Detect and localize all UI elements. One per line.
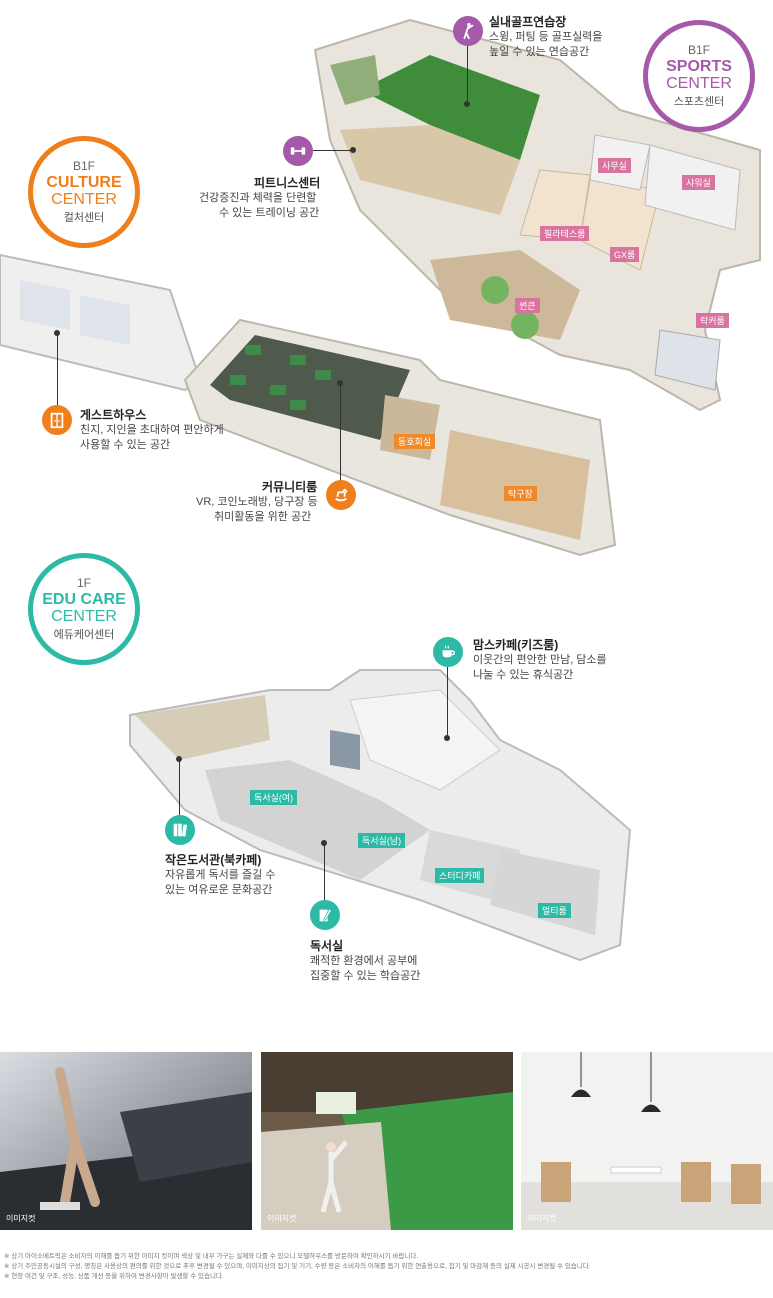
momscafe-leader-dot [444,735,450,741]
badge-title-line1: EDU CARE [42,591,126,609]
community-title: 커뮤니티룸 [262,480,318,494]
library-leader-line [179,759,180,815]
badge-floor: 1F [76,575,91,590]
community-desc-line1: VR, 코인노래방, 당구장 등 [196,496,318,508]
library-title: 작은도서관(북카페) [165,853,262,867]
disclaimer-line: ※ 상기 아이소메트릭은 소비자의 이해를 돕기 위한 이미지 컷이며 색상 및… [4,1253,419,1260]
books-icon [165,815,195,845]
fitness-desc-line2: 수 있는 트레이닝 공간 [219,207,320,219]
tag-club: 동호회실 [394,434,436,449]
disclaimer-notes: ※ 상기 아이소메트릭은 소비자의 이해를 돕기 위한 이미지 컷이며 색상 및… [4,1252,769,1282]
golf-leader-dot [464,101,470,107]
study-title: 독서실 [310,939,344,953]
badge-title-line1: SPORTS [666,58,732,76]
disclaimer-line: ※ 현장 여건 및 구조, 성능, 상품 개선 등을 위하여 변경사항이 발생할… [4,1273,224,1281]
culture-center-badge: B1F CULTURE CENTER 컬처센터 [28,136,140,248]
photo-treadmill: 이미지컷 [0,1052,252,1230]
tag-shower: 샤워실 [682,175,715,190]
guesthouse-desc-line2: 사용할 수 있는 공간 [80,439,171,451]
photo-cafe: 이미지컷 [521,1052,773,1230]
golf-title: 실내골프연습장 [489,15,567,29]
badge-title-line1: CULTURE [46,174,122,192]
momscafe-title: 맘스카페(키즈룸) [473,638,559,652]
pen-book-icon [310,900,340,930]
photo-caption: 이미지컷 [267,1214,297,1223]
badge-korean-name: 컬처센터 [63,211,105,224]
golf-range-image [261,1052,513,1230]
guesthouse-leader-line [57,333,58,405]
study-desc-line2: 집중할 수 있는 학습공간 [310,970,421,982]
fitness-leader-dot [350,147,356,153]
badge-title-line2: CENTER [51,608,117,626]
momscafe-desc-line1: 이웃간의 편안한 만남, 담소를 [473,654,607,666]
fitness-title: 피트니스센터 [254,176,321,190]
badge-floor: B1F [72,158,95,173]
library-desc-line2: 있는 여유로운 문화공간 [165,884,273,896]
fitness-desc-line1: 건강증진과 체력을 단련할 [199,192,317,204]
community-desc-line2: 취미활동을 위한 공간 [214,511,312,523]
tag-office: 사무실 [598,158,631,173]
guesthouse-desc-line1: 친지, 지인을 초대하여 편안하게 [80,424,224,436]
study-leader-line [324,843,325,900]
rocking-horse-icon [326,480,356,510]
tag-reading-male: 독서실(남) [358,833,406,848]
tag-study-cafe: 스터디카페 [435,868,485,883]
study-desc-line1: 쾌적한 환경에서 공부에 [310,955,418,967]
dumbbell-icon [283,136,313,166]
golf-desc-line1: 스윙, 퍼팅 등 골프실력을 [489,31,603,43]
badge-korean-name: 에듀케어센터 [53,628,115,641]
badge-title-line2: CENTER [666,75,732,93]
momscafe-desc-line2: 나눌 수 있는 휴식공간 [473,669,574,681]
tag-pingpong: 탁구장 [504,486,537,501]
photo-golf-range: 이미지컷 [261,1052,513,1230]
guesthouse-title: 게스트하우스 [80,408,147,422]
golf-leader-line [467,46,468,104]
badge-floor: B1F [687,42,710,57]
fitness-leader-line [313,150,353,151]
badge-title-line2: CENTER [51,191,117,209]
badge-korean-name: 스포츠센터 [673,95,725,108]
treadmill-image [0,1052,252,1230]
door-icon [42,405,72,435]
momscafe-leader-line [447,667,448,737]
photo-caption: 이미지컷 [6,1214,36,1223]
tag-pilates: 필라테스룸 [540,226,590,241]
edu-care-center-badge: 1F EDU CARE CENTER 에듀케어센터 [28,553,140,665]
tag-gx: GX룸 [610,247,640,262]
tag-reading-female: 독서실(여) [250,790,298,805]
tag-locker: 락커룸 [696,313,729,328]
tag-sunken: 썬큰 [515,298,540,313]
cafe-image [521,1052,773,1230]
golfer-icon [453,16,483,46]
sports-center-badge: B1F SPORTS CENTER 스포츠센터 [643,20,755,132]
guesthouse-leader-dot [54,330,60,336]
disclaimer-line: ※ 상기 주민공동시설의 구성, 명칭은 사용상의 편의를 위한 것으로 추후 … [4,1263,591,1271]
golf-desc-line2: 높일 수 있는 연습공간 [489,46,590,58]
library-desc-line1: 자유롭게 독서를 즐길 수 [165,869,276,881]
coffee-cup-icon [433,637,463,667]
community-leader-line [340,383,341,481]
tag-multi-room: 멀티룸 [538,903,571,918]
photo-caption: 이미지컷 [527,1214,557,1223]
